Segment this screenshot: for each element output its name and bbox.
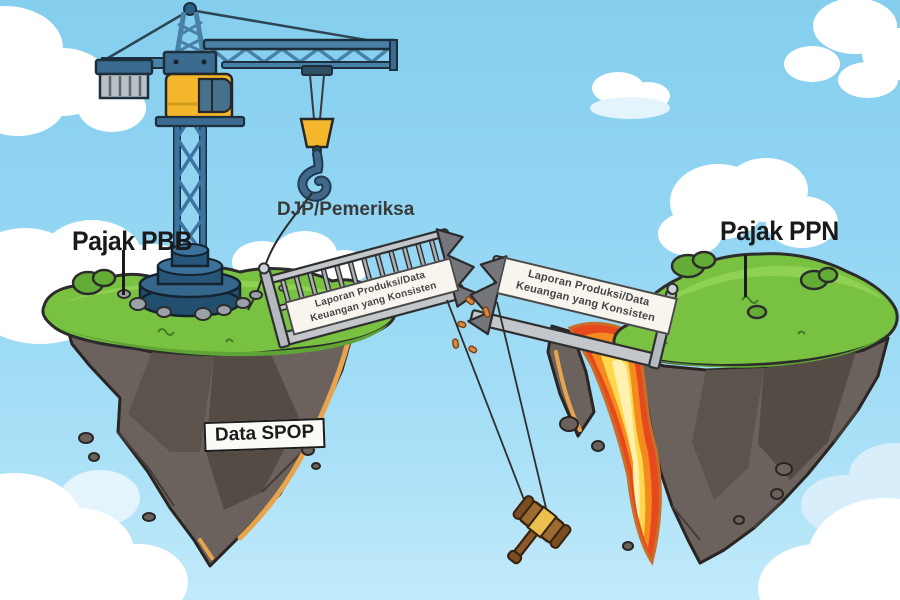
crane-pedestal <box>117 243 263 321</box>
right-island <box>546 250 899 566</box>
cloud <box>784 0 900 98</box>
broken-edge <box>467 255 508 336</box>
tower-crane-icon <box>94 2 398 256</box>
bush <box>71 268 117 296</box>
bush <box>670 250 839 320</box>
cloud <box>658 158 838 256</box>
left-island-title: Pajak PBB <box>72 226 193 256</box>
cloud <box>758 443 900 600</box>
right-island-title: Pajak PPN <box>720 216 839 246</box>
broken-edge <box>435 228 478 308</box>
cloud <box>0 470 188 600</box>
bridge-debris <box>451 296 491 354</box>
rock-plate-label: Data SPOP <box>203 417 326 453</box>
lava-flow <box>567 321 662 566</box>
crane-hook-label: DJP/Pemeriksa <box>277 199 415 220</box>
right-title-pointer <box>744 255 747 297</box>
counterweight <box>94 58 154 76</box>
left-title-pointer <box>122 250 125 295</box>
cloud <box>0 6 146 136</box>
pulley-block <box>299 117 335 149</box>
cloud <box>590 72 670 119</box>
gavel-icon <box>507 495 572 565</box>
gavel-ropes <box>446 299 547 511</box>
crane-apex <box>183 2 197 16</box>
